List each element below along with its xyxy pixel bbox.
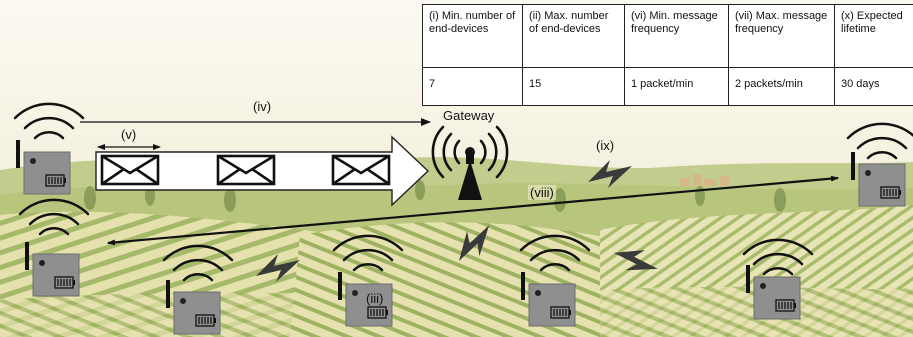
- envelope-icon: [216, 154, 276, 186]
- value-max-message-frequency: 2 packets/min: [728, 67, 835, 106]
- header-max-end-devices: (ii) Max. number of end-devices: [522, 4, 625, 68]
- envelope-icon: [331, 154, 391, 186]
- gateway-label: Gateway: [443, 108, 495, 123]
- header-min-end-devices: (i) Min. number of end-devices: [422, 4, 523, 68]
- arrow-viii: [107, 175, 839, 246]
- envelope-icon: [100, 154, 160, 186]
- header-max-message-frequency: (vii) Max. message frequency: [728, 4, 835, 68]
- header-min-message-frequency: (vi) Min. message frequency: [624, 4, 729, 68]
- value-min-message-frequency: 1 packet/min: [624, 67, 729, 106]
- label-iii: (iii): [366, 291, 384, 306]
- value-min-end-devices: 7: [422, 67, 523, 106]
- header-expected-lifetime: (x) Expected lifetime: [834, 4, 913, 68]
- label-v: (v): [121, 127, 137, 142]
- label-iv: (iv): [253, 99, 272, 114]
- requirements-table: (i) Min. number of end-devices (ii) Max.…: [422, 4, 913, 106]
- value-expected-lifetime: 30 days: [834, 67, 913, 106]
- label-viii: (viii): [528, 185, 556, 200]
- table-row: 7 15 1 packet/min 2 packets/min 30 days: [422, 67, 913, 106]
- label-ix: (ix): [596, 138, 615, 153]
- value-max-end-devices: 15: [522, 67, 625, 106]
- table-header-row: (i) Min. number of end-devices (ii) Max.…: [422, 4, 913, 68]
- field-band: [0, 286, 913, 337]
